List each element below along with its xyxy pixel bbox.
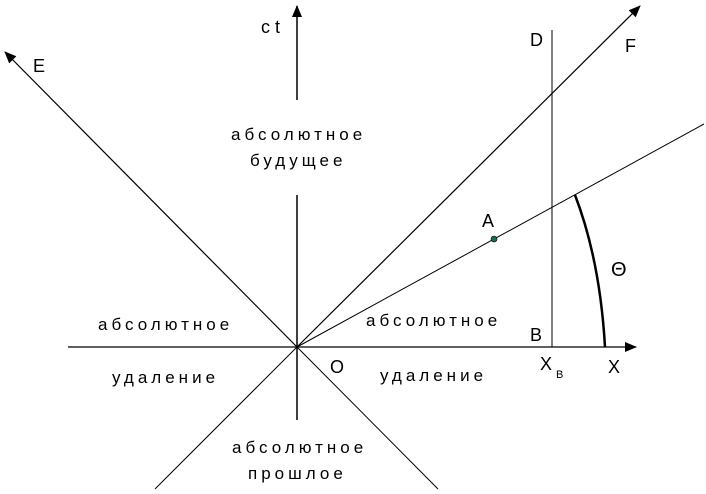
x-label: X	[608, 357, 620, 377]
right-label-line2: удаление	[380, 366, 487, 385]
theta-label: Θ	[611, 259, 627, 281]
future-label-line1: абсолютное	[231, 125, 366, 144]
left-label-line1: абсолютное	[98, 315, 233, 334]
left-label-line2: удаление	[112, 368, 219, 387]
past-label-line1: абсолютное	[232, 438, 367, 457]
theta-arc	[573, 194, 607, 348]
xb-label: X	[540, 354, 552, 374]
a-label: A	[482, 211, 494, 231]
light-cone-line-f	[296, 5, 641, 348]
xb-subscript: B	[556, 369, 563, 381]
e-label: E	[33, 56, 45, 76]
f-label: F	[625, 36, 636, 56]
past-label-line2: прошлое	[248, 464, 347, 483]
point-a	[490, 235, 498, 243]
o-label: O	[330, 357, 344, 377]
right-label-line1: абсолютное	[366, 311, 501, 330]
ct-label: c t	[261, 17, 280, 37]
light-cone-lower-right	[296, 346, 439, 490]
b-label: B	[530, 325, 542, 345]
future-label-line2: будущее	[250, 151, 346, 170]
light-cone-line-e	[4, 51, 298, 348]
line-oa	[296, 123, 705, 348]
d-label: D	[530, 30, 543, 50]
light-cone-lower-left	[154, 346, 298, 490]
